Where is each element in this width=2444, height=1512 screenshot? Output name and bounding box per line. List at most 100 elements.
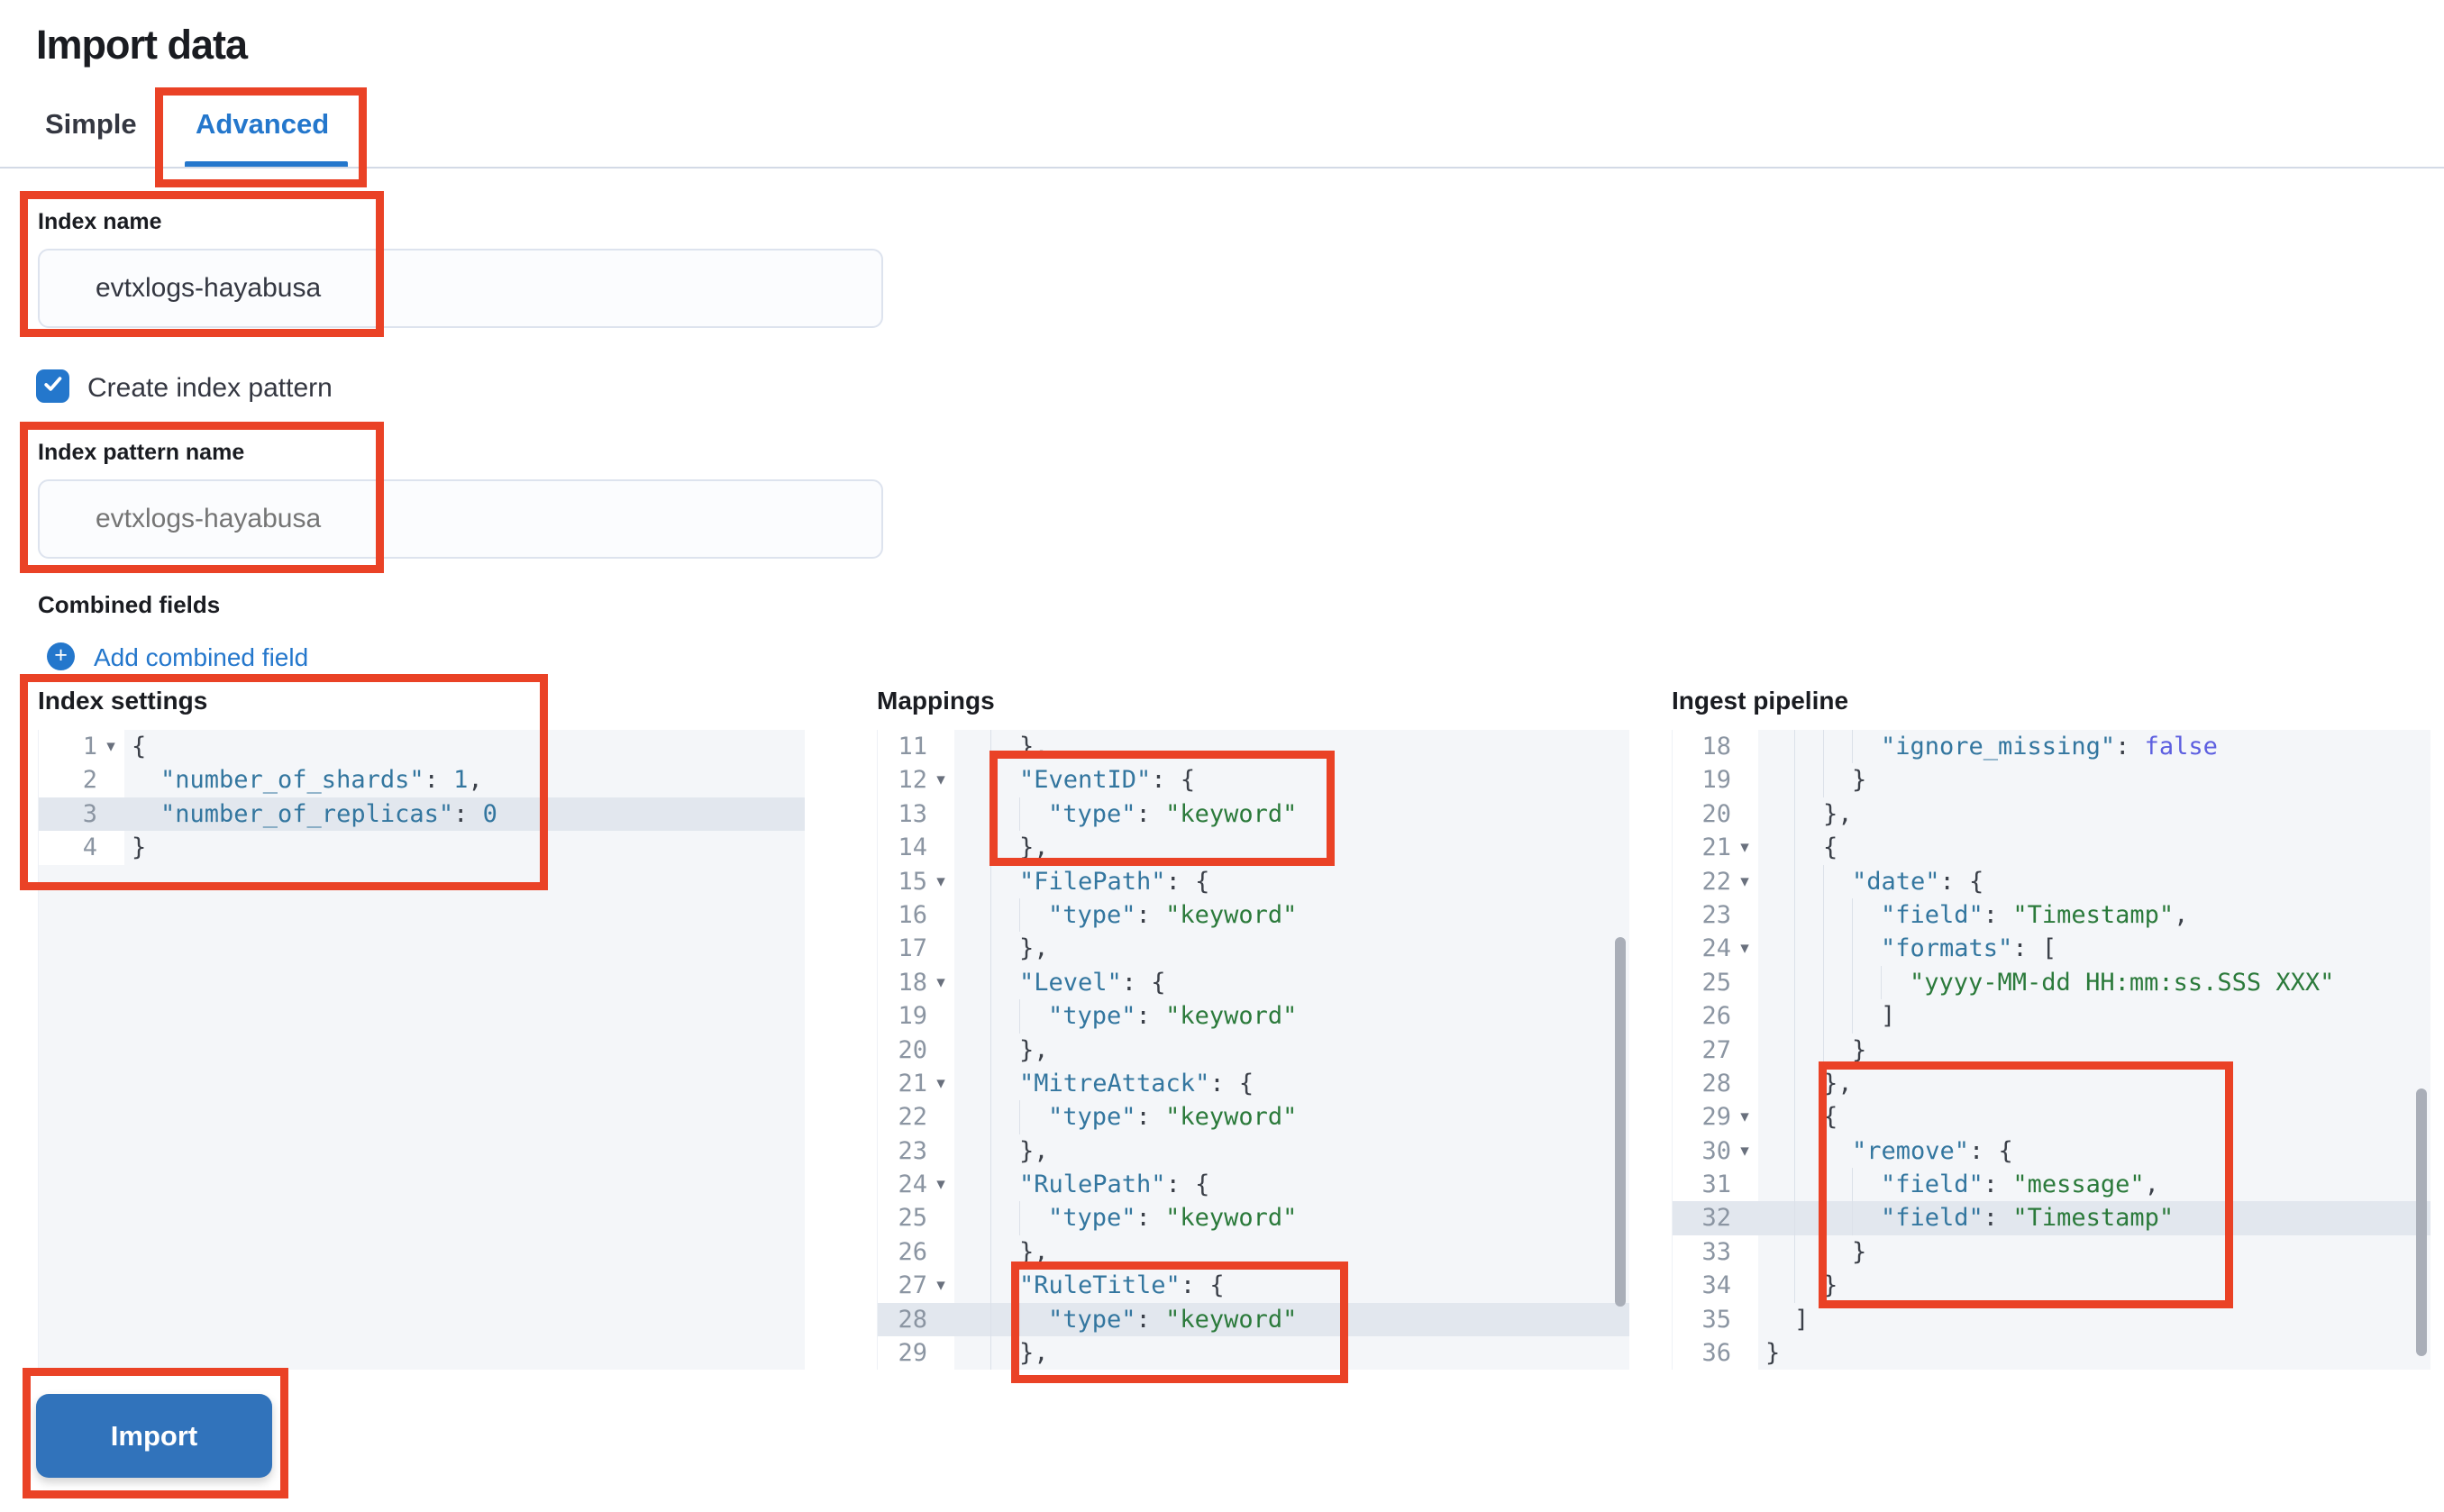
code-line[interactable]: 31"field": "message", [1673, 1168, 2430, 1202]
tab-advanced[interactable]: Advanced [196, 108, 330, 140]
code-line[interactable]: 1 ▾ { [39, 730, 805, 764]
code-line[interactable]: 26}, [878, 1234, 1629, 1270]
code-token: "ignore_missing" [1881, 733, 2116, 761]
code-line[interactable]: 24▾"formats": [ [1673, 932, 2430, 966]
code-line[interactable]: 26] [1673, 999, 2430, 1034]
code-line[interactable]: 23"field": "Timestamp", [1673, 897, 2430, 933]
code-line[interactable]: 30▾"remove": { [1673, 1134, 2430, 1169]
fold-arrow-icon[interactable]: ▾ [936, 770, 945, 790]
line-number: 22 [898, 1103, 927, 1132]
indent-guide [1794, 965, 1795, 1000]
index-name-label: Index name [38, 209, 162, 234]
code-token: "RulePath" [1019, 1170, 1166, 1199]
line-number: 27 [1701, 1035, 1731, 1064]
code-token: : { [1180, 1271, 1225, 1300]
indent-guide [1852, 730, 1853, 764]
code-line[interactable]: 32"field": "Timestamp" [1673, 1201, 2430, 1235]
code-token: } [1852, 766, 1867, 795]
fold-arrow-icon[interactable]: ▾ [1740, 939, 1749, 959]
code-line[interactable]: 29▾{ [1673, 1100, 2430, 1134]
line-number: 11 [898, 733, 927, 761]
code-token: }, [1019, 1339, 1049, 1368]
code-line[interactable]: 19} [1673, 763, 2430, 797]
code-line[interactable]: 19"type": "keyword" [878, 999, 1629, 1034]
code-token: "type" [1048, 1002, 1136, 1031]
code-line[interactable]: 33} [1673, 1234, 2430, 1270]
code-line[interactable]: 35] [1673, 1302, 2430, 1337]
code-line[interactable]: 13"type": "keyword" [878, 797, 1629, 832]
fold-arrow-icon[interactable]: ▾ [106, 737, 115, 756]
create-index-pattern-checkbox[interactable] [36, 369, 69, 403]
code-line[interactable]: 22▾"date": { [1673, 864, 2430, 898]
mappings-editor[interactable]: 11},12▾"EventID": {13"type": "keyword"14… [877, 730, 1629, 1371]
indent-guide [1852, 1168, 1853, 1202]
indent-guide [990, 1033, 991, 1067]
fold-arrow-icon[interactable]: ▾ [1740, 838, 1749, 858]
code-line[interactable]: 20}, [1673, 797, 2430, 832]
code-token: }, [1019, 833, 1049, 862]
code-line[interactable]: 27▾"RuleTitle": { [878, 1269, 1629, 1303]
tab-simple[interactable]: Simple [45, 108, 137, 140]
code-line[interactable]: 11}, [878, 730, 1629, 764]
fold-arrow-icon[interactable]: ▾ [936, 1073, 945, 1093]
indent-guide [1794, 763, 1795, 797]
code-token: { [1823, 833, 1838, 862]
code-token: { [132, 733, 147, 761]
code-line[interactable]: 4} [39, 831, 805, 865]
code-line[interactable]: 16"type": "keyword" [878, 897, 1629, 933]
line-number: 20 [1701, 799, 1731, 828]
fold-arrow-icon[interactable]: ▾ [1740, 871, 1749, 891]
code-line[interactable]: 36} [1673, 1336, 2430, 1371]
code-line[interactable]: 25"type": "keyword" [878, 1201, 1629, 1235]
import-button[interactable]: Import [36, 1394, 272, 1478]
fold-arrow-icon[interactable]: ▾ [936, 972, 945, 992]
fold-arrow-icon[interactable]: ▾ [936, 871, 945, 891]
indent-guide [1794, 1234, 1795, 1270]
fold-arrow-icon[interactable]: ▾ [936, 1276, 945, 1296]
code-line[interactable]: 12▾"EventID": { [878, 763, 1629, 797]
code-line[interactable]: 2"number_of_shards": 1, [39, 763, 805, 797]
fold-arrow-icon[interactable]: ▾ [1740, 1141, 1749, 1161]
line-number: 24 [898, 1170, 927, 1199]
code-token: }, [1019, 733, 1049, 761]
code-line[interactable]: 34} [1673, 1269, 2430, 1303]
code-line[interactable]: 21▾{ [1673, 831, 2430, 865]
code-line[interactable]: 24▾"RulePath": { [878, 1168, 1629, 1202]
code-line[interactable]: 23}, [878, 1134, 1629, 1169]
code-token: : [1135, 1204, 1166, 1233]
code-token: , [468, 766, 483, 795]
code-token: } [1852, 1237, 1867, 1266]
add-combined-field-link[interactable]: Add combined field [94, 643, 309, 671]
index-settings-editor[interactable]: 1 ▾ {2"number_of_shards": 1,3"number_of_re… [38, 730, 805, 1370]
code-token: : [424, 766, 454, 795]
code-line[interactable]: 17}, [878, 932, 1629, 966]
index-name-input[interactable] [38, 249, 883, 328]
fold-arrow-icon[interactable]: ▾ [936, 1175, 945, 1195]
line-number: 1 [82, 733, 97, 761]
line-number: 33 [1701, 1237, 1731, 1266]
indent-guide [1823, 1134, 1824, 1169]
code-line[interactable]: 18"ignore_missing": false [1673, 730, 2430, 764]
code-line[interactable]: 27} [1673, 1033, 2430, 1067]
code-line[interactable]: 20}, [878, 1033, 1629, 1067]
code-line[interactable]: 22"type": "keyword" [878, 1100, 1629, 1134]
indent-guide [990, 864, 991, 898]
plus-icon[interactable]: + [47, 642, 75, 670]
code-line[interactable]: 28"type": "keyword" [878, 1302, 1629, 1337]
code-line[interactable]: 18▾"Level": { [878, 965, 1629, 1000]
code-line[interactable]: 25"yyyy-MM-dd HH:mm:ss.SSS XXX" [1673, 965, 2430, 1000]
line-number: 18 [898, 968, 927, 997]
indent-guide [990, 999, 991, 1034]
editor-scrollbar[interactable] [1615, 937, 1626, 1307]
fold-arrow-icon[interactable]: ▾ [1740, 1107, 1749, 1127]
code-line[interactable]: 3"number_of_replicas": 0 [39, 797, 805, 832]
index-pattern-name-input[interactable] [38, 479, 883, 559]
code-line[interactable]: 28}, [1673, 1066, 2430, 1101]
code-line[interactable]: 21▾"MitreAttack": { [878, 1066, 1629, 1101]
code-line[interactable]: 14}, [878, 831, 1629, 865]
code-line[interactable]: 15▾"FilePath": { [878, 864, 1629, 898]
code-token: }, [1019, 934, 1049, 963]
editor-scrollbar[interactable] [2416, 1088, 2427, 1356]
code-line[interactable]: 29}, [878, 1336, 1629, 1371]
